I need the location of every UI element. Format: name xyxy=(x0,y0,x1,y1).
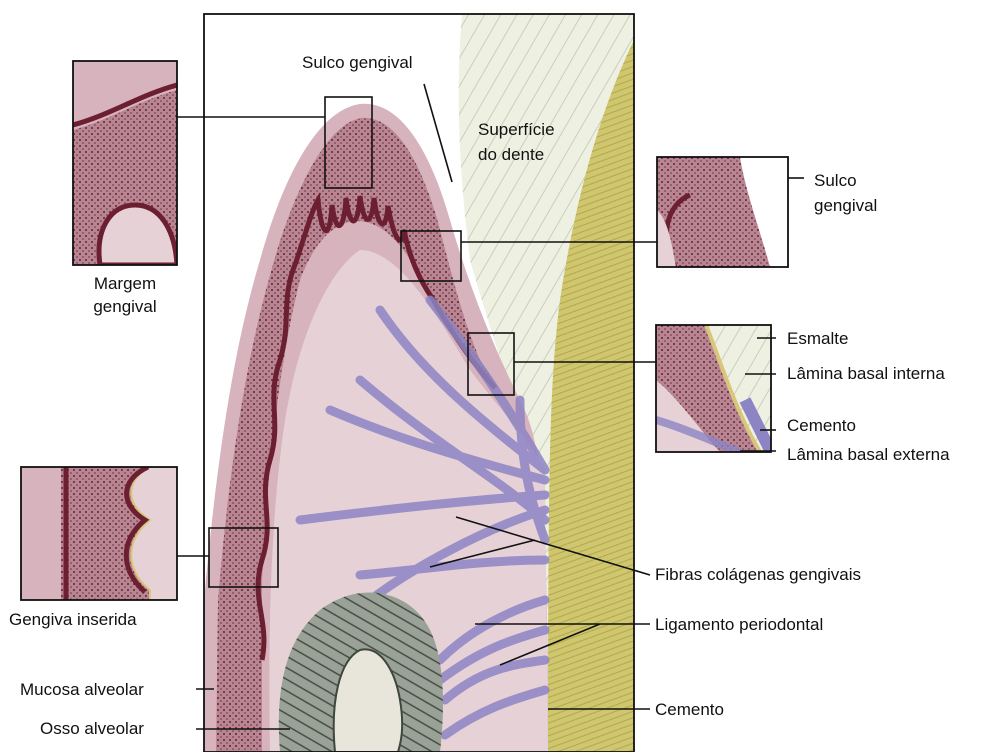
label-cemento-inset: Cemento xyxy=(787,415,856,436)
main-diagram-panel xyxy=(204,14,634,752)
label-ligamento-periodontal: Ligamento periodontal xyxy=(655,614,823,635)
label-lamina-basal-externa: Lâmina basal externa xyxy=(787,444,950,465)
label-superficie-dente-line1: Superfície xyxy=(478,119,555,140)
label-sulco-gengival-right-line1: Sulco xyxy=(814,170,857,191)
inset-sulco-gengival xyxy=(657,157,788,267)
inset-lamina-basal xyxy=(656,325,771,452)
label-esmalte: Esmalte xyxy=(787,328,848,349)
inset-gengiva-inserida xyxy=(21,467,177,600)
label-superficie-dente-line2: do dente xyxy=(478,144,544,165)
label-fibras-colagenas: Fibras colágenas gengivais xyxy=(655,564,861,585)
label-margem-gengival-line1: Margem xyxy=(80,273,170,294)
label-margem-gengival-line2: gengival xyxy=(80,296,170,317)
label-gengiva-inserida: Gengiva inserida xyxy=(9,609,137,630)
label-sulco-gengival-right-line2: gengival xyxy=(814,195,877,216)
label-osso-alveolar: Osso alveolar xyxy=(40,718,144,739)
label-mucosa-alveolar: Mucosa alveolar xyxy=(20,679,144,700)
label-cemento-main: Cemento xyxy=(655,699,724,720)
label-lamina-basal-interna: Lâmina basal interna xyxy=(787,363,945,384)
inset-margem-gengival xyxy=(73,61,177,265)
label-sulco-gengival-top: Sulco gengival xyxy=(302,52,413,73)
